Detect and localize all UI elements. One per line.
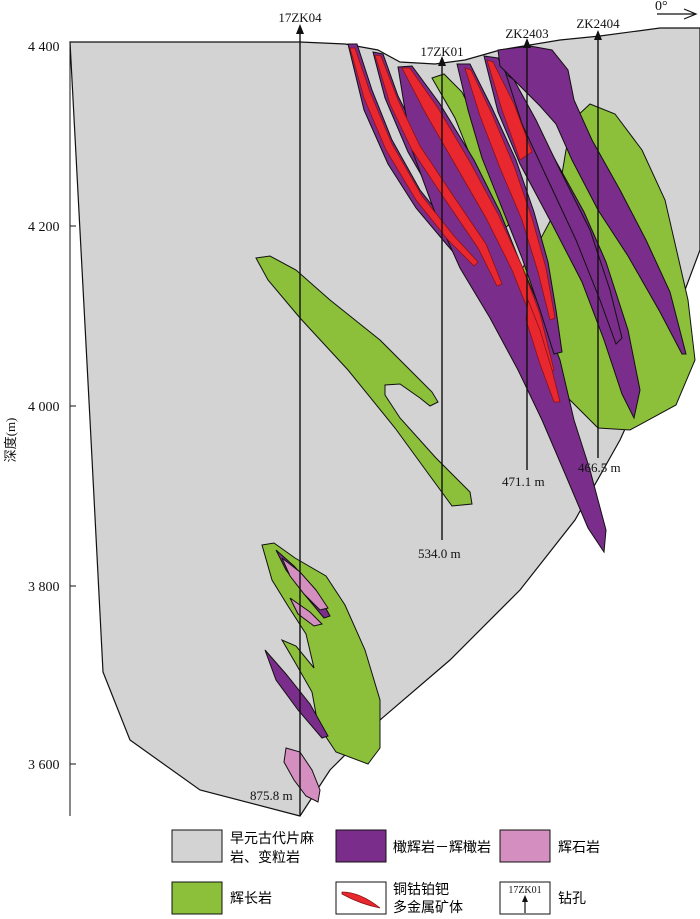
legend-label: 橄辉岩－辉橄岩: [393, 840, 491, 856]
peridotite-dyke: [456, 63, 563, 355]
legend-drillhole-sample: 17ZK01: [508, 885, 541, 896]
drillhole-id: ZK2404: [576, 16, 620, 31]
drillhole-id: 17ZK04: [278, 10, 322, 25]
legend-swatch-pyroxenite: [499, 829, 551, 863]
orebody: [401, 67, 555, 373]
gabbro-body-central: [255, 255, 473, 507]
legend-label: 辉长岩: [230, 891, 272, 907]
legend-swatch-gabbro: [171, 881, 223, 915]
drillhole-ZK2404: [594, 30, 602, 458]
y-tick-label: 3 800: [28, 580, 60, 595]
legend-label: 铜钴铂钯: [393, 882, 449, 898]
legend-swatch-peridotite: [335, 829, 387, 863]
drillhole-arrow-icon: [522, 895, 528, 902]
pyroxenite-lens: [289, 597, 323, 627]
peridotite-lens: [264, 649, 329, 739]
orientation-marker: [657, 8, 698, 20]
peridotite-dyke: [505, 72, 623, 345]
y-tick-label: 4 400: [28, 40, 60, 55]
y-tick-label: 4 000: [28, 400, 60, 415]
legend: 早元古代片麻 岩、变粒岩 橄辉岩－辉橄岩 辉石岩 辉长岩 铜钴铂钯 多金属矿体 …: [171, 829, 600, 916]
drillhole-depth: 875.8 m: [250, 788, 293, 803]
drillhole-id: 17ZK01: [420, 44, 463, 59]
legend-label: 早元古代片麻: [230, 831, 314, 847]
orebody-legend-symbol: [341, 891, 381, 909]
peridotite-dyke: [497, 45, 687, 355]
orebody: [349, 47, 479, 267]
legend-label: 辉石岩: [558, 840, 600, 856]
orebody: [374, 54, 503, 287]
orientation-label: 0°: [655, 0, 668, 14]
drillhole-id: ZK2403: [505, 26, 548, 41]
orebody: [464, 67, 556, 321]
drillhole-17ZK04: [296, 24, 304, 816]
orebody: [525, 299, 561, 403]
pyroxenite-lens: [281, 557, 329, 611]
y-axis-title: 深度(m): [3, 418, 18, 463]
y-axis: [69, 42, 76, 816]
legend-label: 钻孔: [558, 891, 586, 907]
y-tick-label: 4 200: [28, 220, 60, 235]
y-tick-label: 3 600: [28, 758, 60, 773]
legend-label: 多金属矿体: [393, 899, 463, 916]
drillhole-ZK2403: [523, 38, 531, 470]
pyroxenite-lens: [283, 747, 321, 803]
legend-swatch-gneiss: [171, 829, 223, 863]
drillhole-17ZK01: [438, 56, 446, 540]
drillhole-depth: 534.0 m: [418, 546, 461, 561]
legend-label: 岩、变粒岩: [230, 850, 300, 866]
drillhole-depth: 466.5 m: [578, 460, 621, 475]
orebody: [486, 59, 533, 161]
drillhole-depth: 471.1 m: [502, 474, 545, 489]
